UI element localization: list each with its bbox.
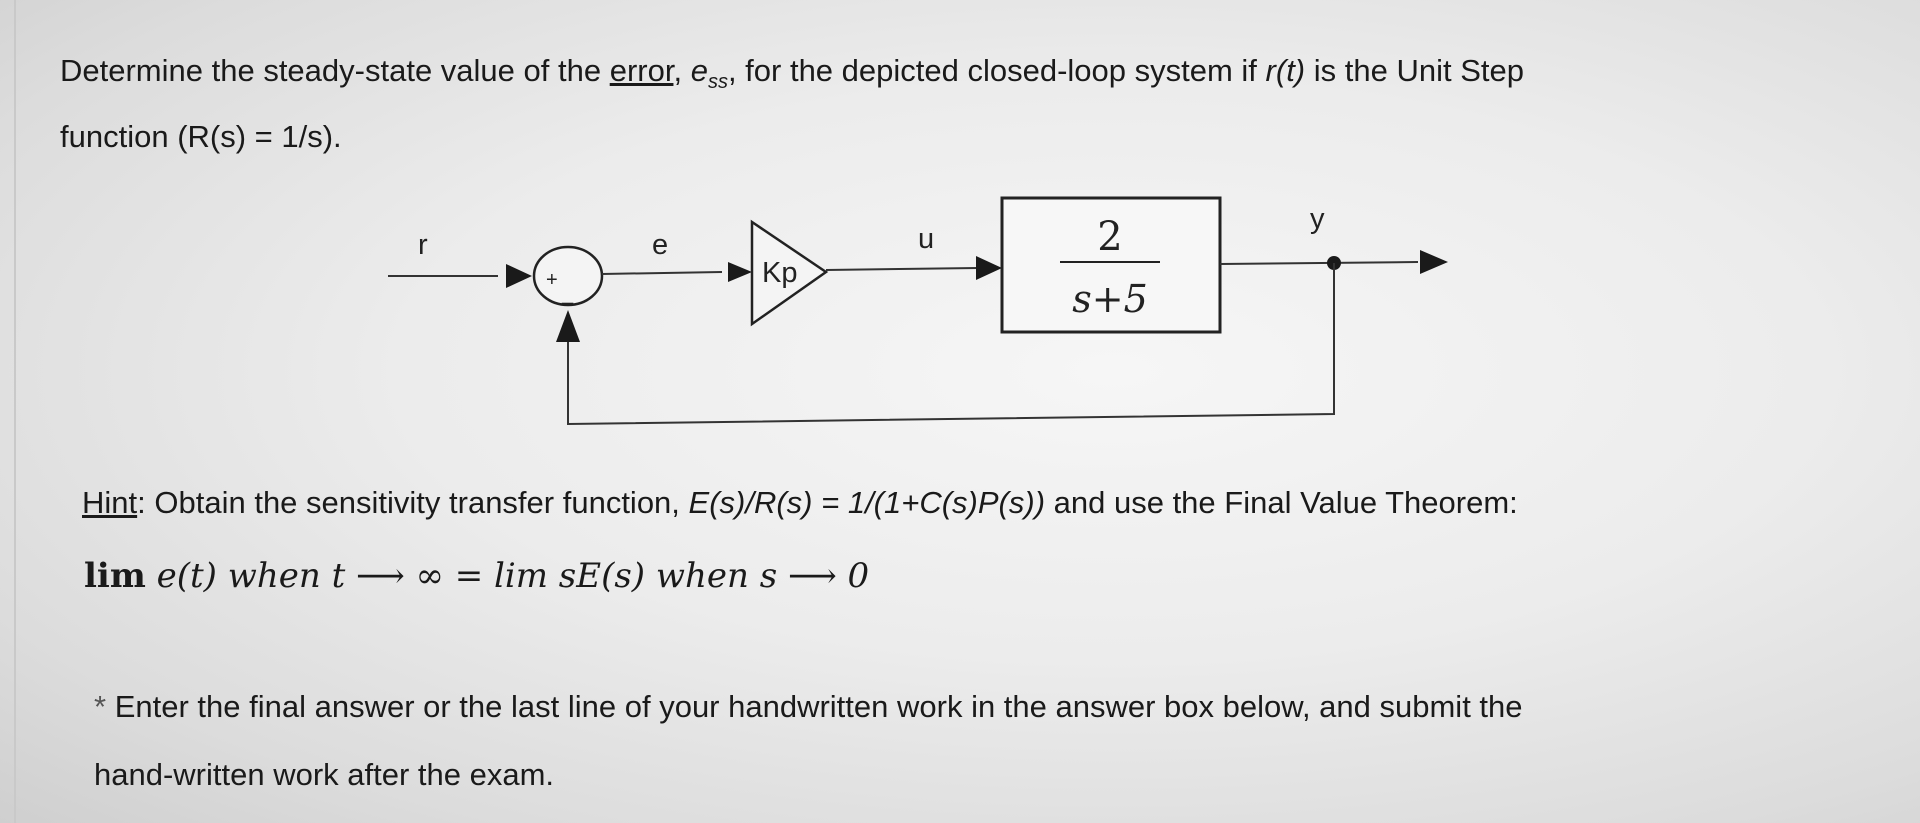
required-asterisk: * — [94, 689, 107, 724]
question-line-2: function (R(s) = 1/s). — [60, 119, 342, 154]
hint-text-end: and use the Final Value Theorem: — [1045, 485, 1518, 520]
sum-plus-sign: + — [546, 269, 558, 291]
error-line — [601, 271, 723, 275]
hint-text: Obtain the sensitivity transfer function… — [145, 485, 689, 520]
feedback-path — [567, 263, 1335, 426]
ess-base: e — [690, 53, 708, 88]
signal-y-label: y — [1310, 203, 1325, 235]
instruction-line-2: hand-written work after the exam. — [94, 757, 555, 792]
page-edge-line — [14, 0, 16, 823]
plant-numerator: 2 — [1097, 214, 1122, 260]
ess-symbol: ess — [690, 53, 728, 93]
hint-colon: : — [137, 485, 146, 520]
feedback-arrowhead — [556, 310, 580, 342]
question-line-1: Determine the steady-state value of the … — [60, 52, 1524, 94]
sensitivity-formula: E(s)/R(s) = 1/(1+C(s)P(s)) — [688, 485, 1046, 520]
input-arrowhead — [506, 264, 532, 288]
instruction-text: Enter the final answer or the last line … — [106, 689, 1523, 724]
question-text-end: is the Unit Step — [1305, 53, 1524, 88]
output-arrowhead — [1420, 250, 1448, 274]
rt-symbol: r(t) — [1265, 53, 1306, 88]
gain-block — [750, 219, 829, 327]
ess-subscript: ss — [707, 71, 728, 93]
sum-minus-sign: _ — [561, 283, 574, 305]
control-arrowhead — [976, 256, 1002, 280]
gain-label: Kp — [762, 257, 797, 289]
summing-junction — [532, 245, 604, 307]
control-line — [825, 267, 979, 271]
theorem-expression: e(t) when t ⟶ ∞ = lim sE(s) when s ⟶ 0 — [145, 556, 870, 596]
signal-e-label: e — [652, 229, 668, 261]
signal-u-label: u — [918, 223, 934, 255]
output-line — [1219, 261, 1419, 265]
error-arrowhead — [728, 262, 752, 282]
hint-label: Hint — [82, 485, 138, 520]
question-text-mid: , for the depicted closed-loop system if — [727, 53, 1266, 88]
instruction-line-1: * Enter the final answer or the last lin… — [94, 688, 1523, 725]
plant-block — [1000, 196, 1222, 334]
lim-operator: lim — [84, 556, 146, 596]
comma: , — [673, 53, 691, 88]
signal-r-label: r — [418, 229, 428, 261]
question-text-start: Determine the steady-state value of the — [60, 53, 610, 88]
error-word: error — [609, 53, 674, 88]
hint-line: Hint: Obtain the sensitivity transfer fu… — [82, 484, 1518, 521]
final-value-theorem: lim e(t) when t ⟶ ∞ = lim sE(s) when s ⟶… — [84, 556, 869, 596]
plant-denominator: s+5 — [1072, 277, 1148, 321]
